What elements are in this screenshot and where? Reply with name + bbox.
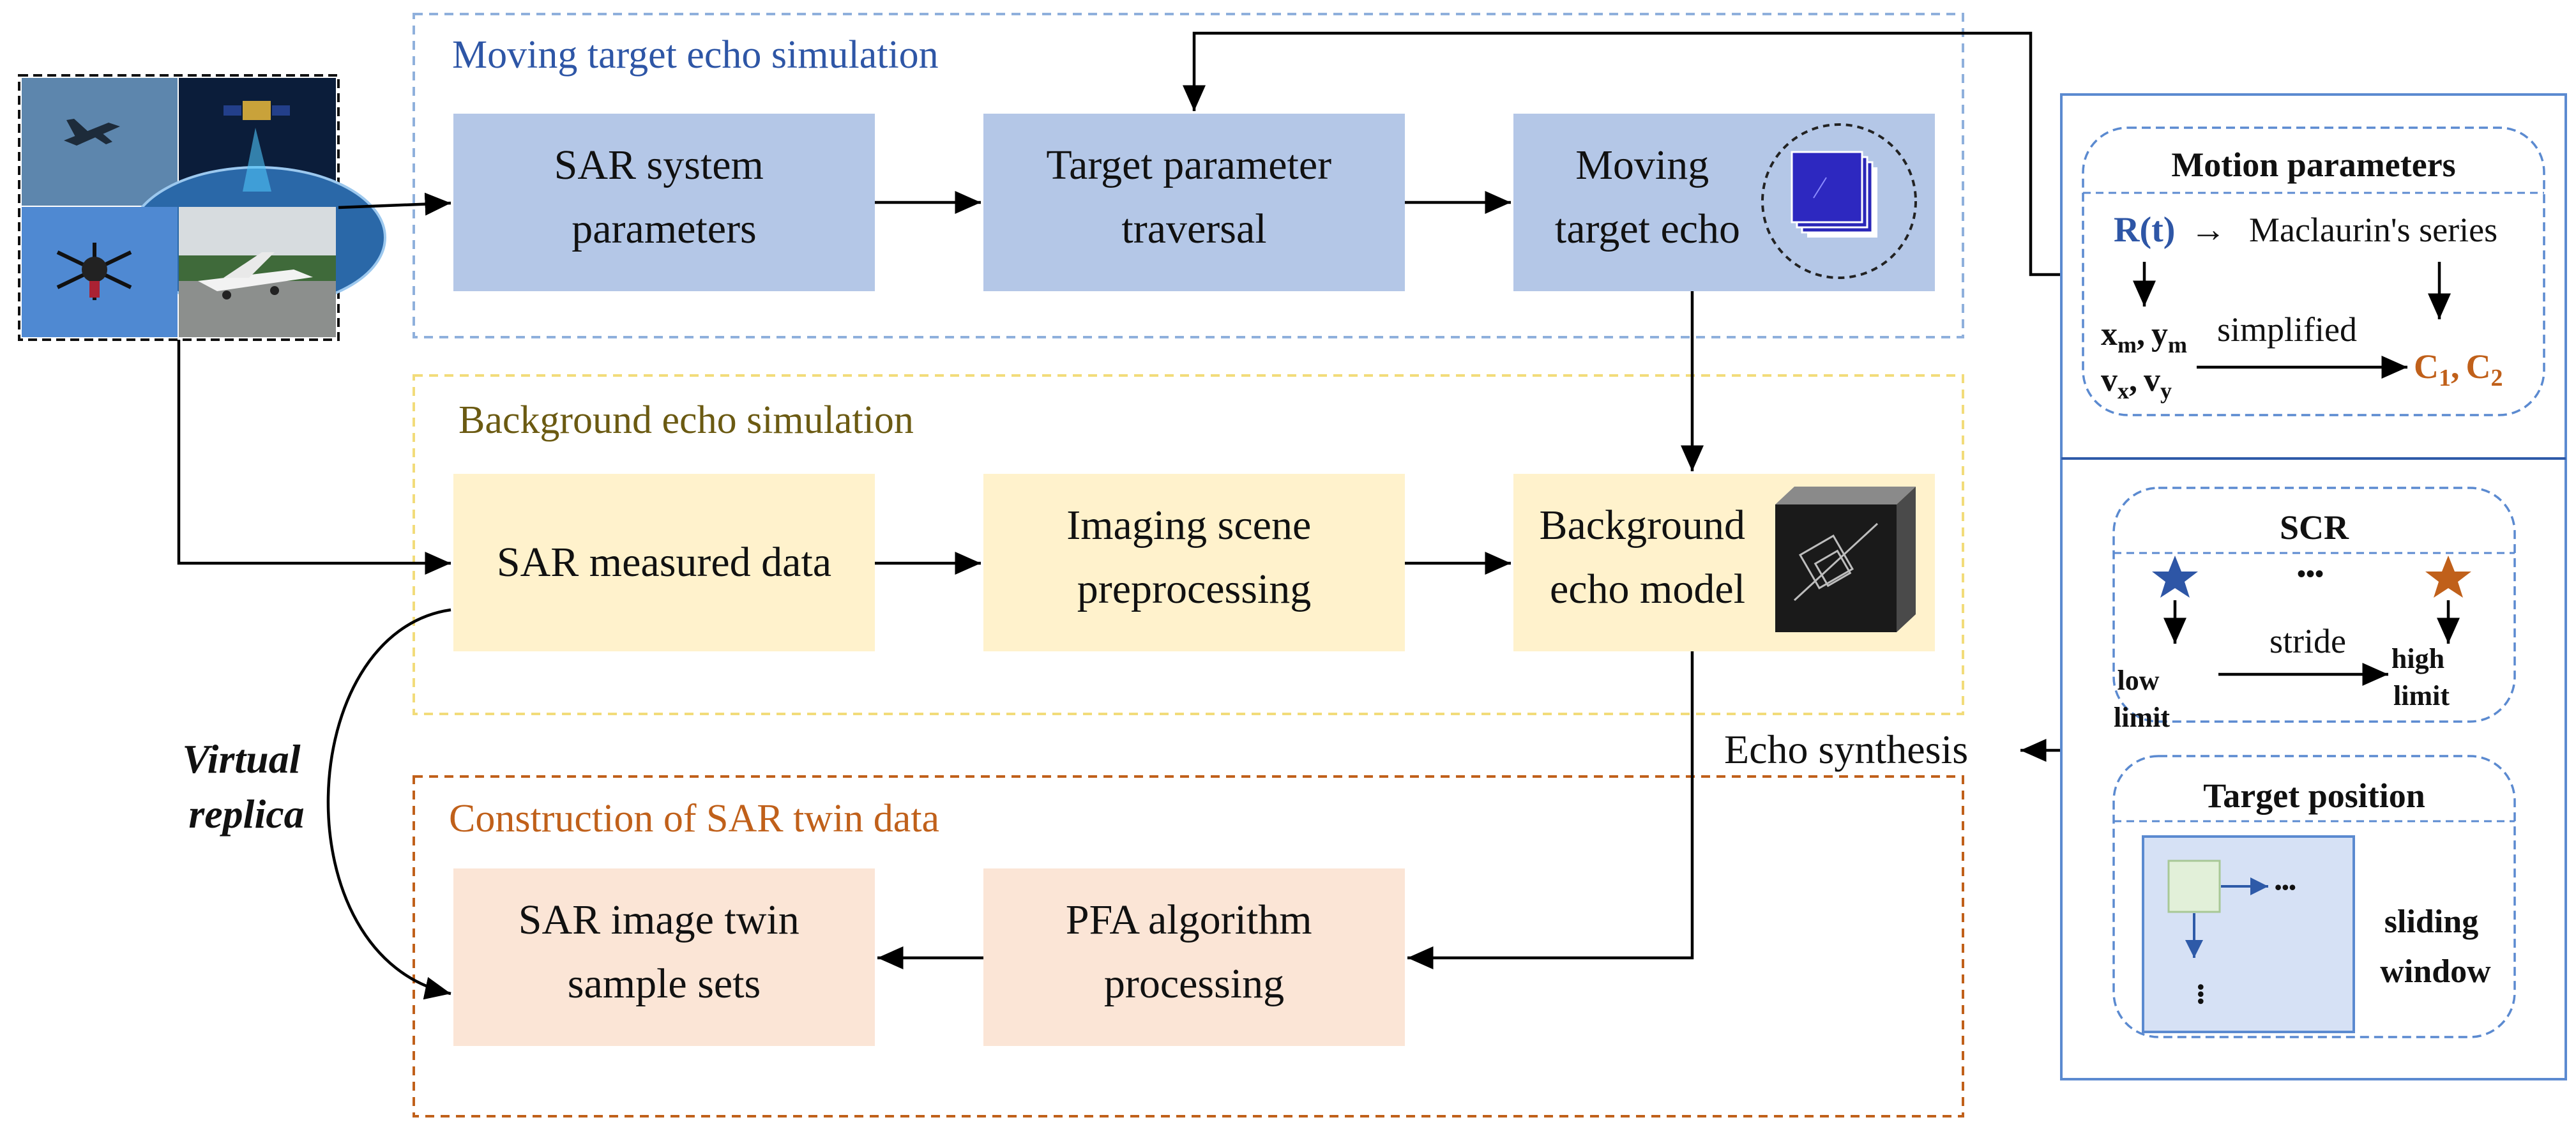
moving-target-group-title: Moving target echo simulation <box>452 33 939 77</box>
svg-text:high limit: high limit <box>2391 643 2451 711</box>
svg-text:Moving target echo: Moving target echo <box>1555 142 1740 252</box>
sar-system-line2: parameters <box>572 206 757 252</box>
twin-data-group <box>413 775 1964 1118</box>
simplified-label: simplified <box>2217 310 2357 349</box>
twin-sets-line2: sample sets <box>568 960 761 1007</box>
target-traversal-line2: traversal <box>1121 206 1266 252</box>
low-limit-star-icon <box>2152 556 2198 598</box>
background-echo-group <box>413 374 1964 715</box>
svg-text:Imaging scene preprocessin: Imaging scene preprocessing <box>1066 502 1322 612</box>
motion-parameters-section: Motion parameters R(t) → Maclaurin's ser… <box>2082 126 2545 416</box>
svg-text:Background echo model: Background echo model <box>1539 502 1755 612</box>
svg-text:SAR measured data: SAR measured data <box>497 539 831 586</box>
echo-synthesis-label: Echo synthesis <box>1724 727 1968 772</box>
high-limit-line1: high <box>2391 643 2444 674</box>
background-echo-group-title: Background echo simulation <box>458 398 914 442</box>
pfa-line2: processing <box>1104 960 1284 1007</box>
data-cube-icon <box>1775 487 1916 632</box>
background-model-line1: Background <box>1539 502 1745 549</box>
svg-text:low limit: low limit <box>2114 665 2170 733</box>
svg-text:Target parameter traversal: Target parameter traversal <box>1046 142 1342 252</box>
twin-sets-line1: SAR image twin <box>519 897 799 943</box>
maps-to-arrow: → <box>2190 210 2226 250</box>
motion-parameters-title: Motion parameters <box>2171 146 2455 184</box>
scene-preproc-line1: Imaging scene <box>1066 502 1311 549</box>
coefficients: C1,C2 <box>2414 347 2503 391</box>
scr-dots: ••• <box>2297 559 2324 588</box>
horizontal-dots: ••• <box>2275 875 2296 898</box>
virtual-replica-line1: Virtual <box>183 736 301 782</box>
moving-echo-line2: target echo <box>1555 206 1740 252</box>
sar-image-twin-sample-sets-box <box>453 868 875 1046</box>
pfa-algorithm-processing-box <box>983 868 1405 1046</box>
sliding-window-line1: sliding <box>2384 904 2478 940</box>
virtual-replica-line2: replica <box>188 791 304 837</box>
scr-section: SCR ••• stride low limit high limit <box>2112 487 2516 733</box>
background-model-line2: echo model <box>1550 566 1745 612</box>
moving-echo-line1: Moving <box>1575 142 1709 188</box>
low-limit-line1: low <box>2118 665 2160 696</box>
target-traversal-line1: Target parameter <box>1046 142 1331 188</box>
sar-system-line1: SAR system <box>554 142 764 188</box>
low-limit-line2: limit <box>2114 702 2170 733</box>
svg-text:PFA algorithm processing: PFA algorithm processing <box>1066 897 1322 1007</box>
svg-text:sliding window: sliding window <box>2380 904 2491 990</box>
flow-arrows <box>177 31 2064 1000</box>
pfa-line1: PFA algorithm <box>1066 897 1312 943</box>
svg-text:SAR system parameters: SAR system parameters <box>554 142 775 252</box>
high-limit-star-icon <box>2425 556 2471 598</box>
position-vars: xm,ym <box>2101 316 2187 358</box>
imaging-scene-preprocessing-box <box>983 474 1405 651</box>
sar-system-parameters-box <box>453 114 875 291</box>
target-parameter-traversal-box <box>983 114 1405 291</box>
svg-text:SAR image twin sample sets: SAR image twin sample sets <box>519 897 810 1007</box>
target-position-section: Target position ••• ••• sliding window <box>2112 755 2516 1038</box>
aircraft-photo <box>22 78 178 206</box>
sliding-window-cell <box>2167 860 2221 913</box>
twin-data-group-title: Construction of SAR twin data <box>449 797 939 840</box>
velocity-vars: vx,vy <box>2101 362 2172 404</box>
sliding-window-line2: window <box>2380 953 2491 990</box>
scene-preproc-line2: preprocessing <box>1077 566 1312 612</box>
echo-stack-icon <box>1761 123 1917 279</box>
svg-text:Virtual replica: Virtual replica <box>183 736 311 837</box>
rt-symbol: R(t) <box>2114 210 2175 250</box>
maclaurin-series-label: Maclaurin's series <box>2249 211 2497 249</box>
measured-data-line1: SAR measured data <box>497 539 831 586</box>
target-position-title: Target position <box>2203 777 2425 815</box>
sar-measured-data-box <box>453 474 875 651</box>
moving-target-group <box>413 13 1964 338</box>
scr-title: SCR <box>2280 508 2349 547</box>
input-image-collage <box>18 74 386 341</box>
high-limit-line2: limit <box>2393 680 2450 711</box>
stride-label: stride <box>2269 622 2346 660</box>
vertical-dots: ••• <box>2190 983 2213 1005</box>
